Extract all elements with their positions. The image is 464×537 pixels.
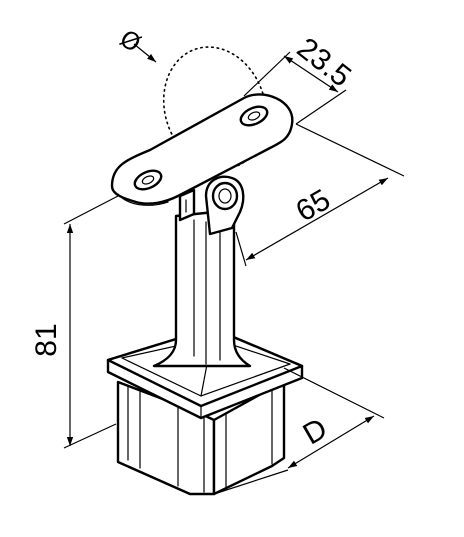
base-size-value: D	[298, 412, 333, 451]
pad-length-value: 65	[291, 183, 336, 228]
dimension-diameter: Ø	[115, 24, 157, 63]
diameter-symbol: Ø	[115, 24, 146, 58]
saddle-pad	[110, 93, 294, 206]
dimension-height: 81	[30, 195, 119, 449]
hinge-knuckle	[178, 175, 245, 236]
height-value: 81	[30, 323, 63, 356]
vertical-post	[152, 208, 252, 368]
pad-width-value: 23.5	[291, 32, 357, 94]
